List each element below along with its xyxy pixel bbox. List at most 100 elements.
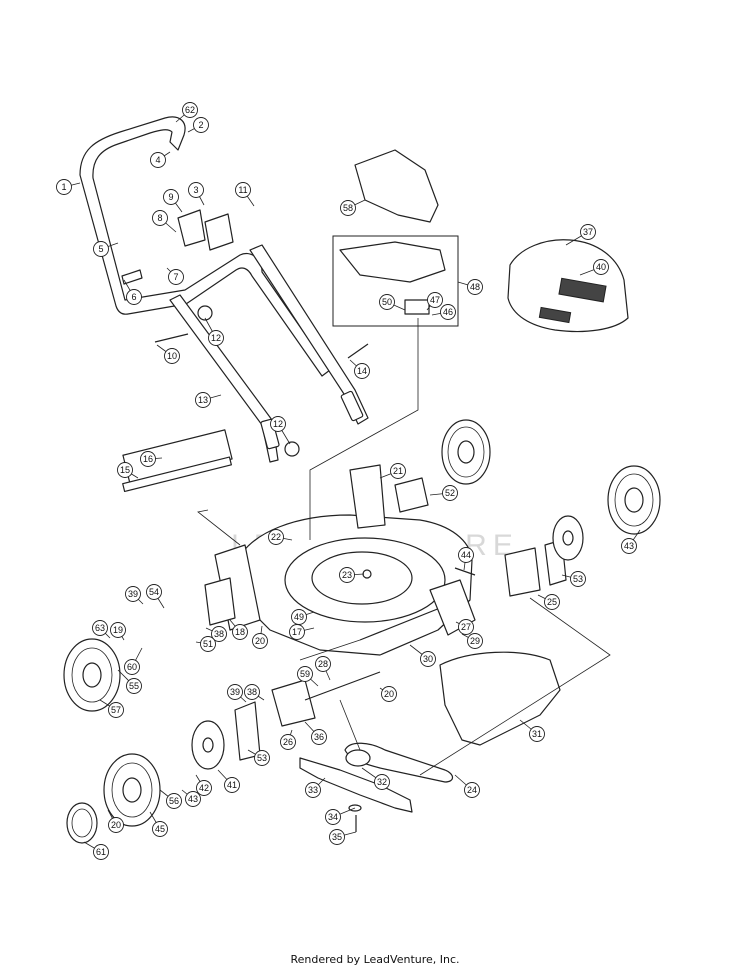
callout-number: 34 xyxy=(328,812,338,822)
callout-circle xyxy=(196,780,212,796)
callout-56: 56 xyxy=(159,789,182,809)
callout-number: 39 xyxy=(128,589,138,599)
callout-circle xyxy=(289,624,305,640)
callout-circle xyxy=(268,529,284,545)
height-adjuster-53b xyxy=(234,701,261,761)
callout-circle xyxy=(390,463,406,479)
callout-circle xyxy=(440,304,456,320)
callout-number: 36 xyxy=(314,732,324,742)
callout-circle xyxy=(442,485,458,501)
callout-28: 28 xyxy=(315,656,331,681)
callout-circle xyxy=(193,117,209,133)
callout-circle xyxy=(467,633,483,649)
handle-bracket-left xyxy=(260,418,280,450)
callout-number: 6 xyxy=(131,292,136,302)
callout-number: 45 xyxy=(155,824,165,834)
callout-26: 26 xyxy=(280,729,296,750)
callout-circle xyxy=(56,179,72,195)
callout-number: 59 xyxy=(300,669,310,679)
callout-circle xyxy=(125,586,141,602)
callout-number: 11 xyxy=(238,185,247,195)
callout-12: 12 xyxy=(204,317,224,346)
callout-circle xyxy=(458,619,474,635)
callout-number: 8 xyxy=(157,213,162,223)
callout-number: 21 xyxy=(393,466,403,476)
callout-number: 19 xyxy=(113,625,123,635)
callout-number: 60 xyxy=(127,662,137,672)
callout-circle xyxy=(254,750,270,766)
bolt-23 xyxy=(362,569,372,579)
callout-8: 8 xyxy=(152,210,177,233)
callout-circle xyxy=(467,279,483,295)
callout-60: 60 xyxy=(124,647,143,675)
callout-5: 5 xyxy=(93,241,119,257)
callout-34: 34 xyxy=(325,807,356,825)
callout-number: 55 xyxy=(129,681,139,691)
callout-circle xyxy=(152,821,168,837)
callout-number: 20 xyxy=(384,689,394,699)
callout-61: 61 xyxy=(83,841,109,860)
wheel-top-right xyxy=(441,419,491,485)
callout-53: 53 xyxy=(561,571,586,587)
callout-44: 44 xyxy=(458,547,474,571)
callout-number: 9 xyxy=(168,192,173,202)
callout-25: 25 xyxy=(537,594,560,610)
height-adjuster-36 xyxy=(271,679,316,727)
callout-number: 25 xyxy=(547,597,557,607)
handle-bracket-right xyxy=(340,390,364,422)
callout-number: 12 xyxy=(273,419,283,429)
callout-16: 16 xyxy=(140,451,163,467)
callout-50: 50 xyxy=(379,294,406,311)
pulley-32 xyxy=(345,749,371,767)
callout-number: 38 xyxy=(214,629,224,639)
callout-circle xyxy=(340,200,356,216)
callout-47: 47 xyxy=(426,292,443,311)
callout-38: 38 xyxy=(244,684,265,701)
callout-circle xyxy=(244,684,260,700)
callout-number: 26 xyxy=(283,737,293,747)
engine-cover-vent-2 xyxy=(538,306,572,324)
callout-33: 33 xyxy=(305,777,326,798)
callout-number: 13 xyxy=(198,395,208,405)
callout-63: 63 xyxy=(92,620,111,639)
callout-circle xyxy=(117,462,133,478)
callout-circle xyxy=(195,392,211,408)
wheel-left-45 xyxy=(103,753,161,827)
axle-brackets xyxy=(204,477,567,761)
bolt-10 xyxy=(154,333,189,343)
callout-14: 14 xyxy=(349,359,370,379)
callout-number: 27 xyxy=(461,622,471,632)
callout-35: 35 xyxy=(329,829,357,845)
callout-circle xyxy=(146,584,162,600)
callout-number: 41 xyxy=(227,780,237,790)
callout-circle xyxy=(93,844,109,860)
height-adjuster-52 xyxy=(394,477,429,513)
blade-33 xyxy=(299,757,413,813)
callout-circle xyxy=(529,726,545,742)
callout-46: 46 xyxy=(431,304,456,320)
callout-54: 54 xyxy=(146,584,165,609)
cable-clip xyxy=(121,269,143,285)
callout-45: 45 xyxy=(149,811,168,837)
callout-number: 50 xyxy=(382,297,392,307)
wheel-disc-right xyxy=(552,515,584,561)
callout-number: 57 xyxy=(111,705,121,715)
callout-circle xyxy=(208,330,224,346)
grass-bag xyxy=(332,149,459,327)
callout-circle xyxy=(381,686,397,702)
callout-circle xyxy=(311,729,327,745)
callout-number: 62 xyxy=(185,105,195,115)
callout-37: 37 xyxy=(565,224,596,246)
callout-number: 3 xyxy=(193,185,198,195)
callout-51: 51 xyxy=(195,636,216,652)
callout-number: 38 xyxy=(247,687,257,697)
wheel-left-57 xyxy=(63,638,121,712)
height-adjuster-18 xyxy=(204,577,236,626)
callout-29: 29 xyxy=(461,633,483,649)
deck-dome-inner xyxy=(311,551,413,605)
callout-number: 44 xyxy=(461,550,471,560)
callout-20: 20 xyxy=(379,686,397,702)
callout-number: 2 xyxy=(198,120,203,130)
engine-cover-vent xyxy=(558,277,607,303)
